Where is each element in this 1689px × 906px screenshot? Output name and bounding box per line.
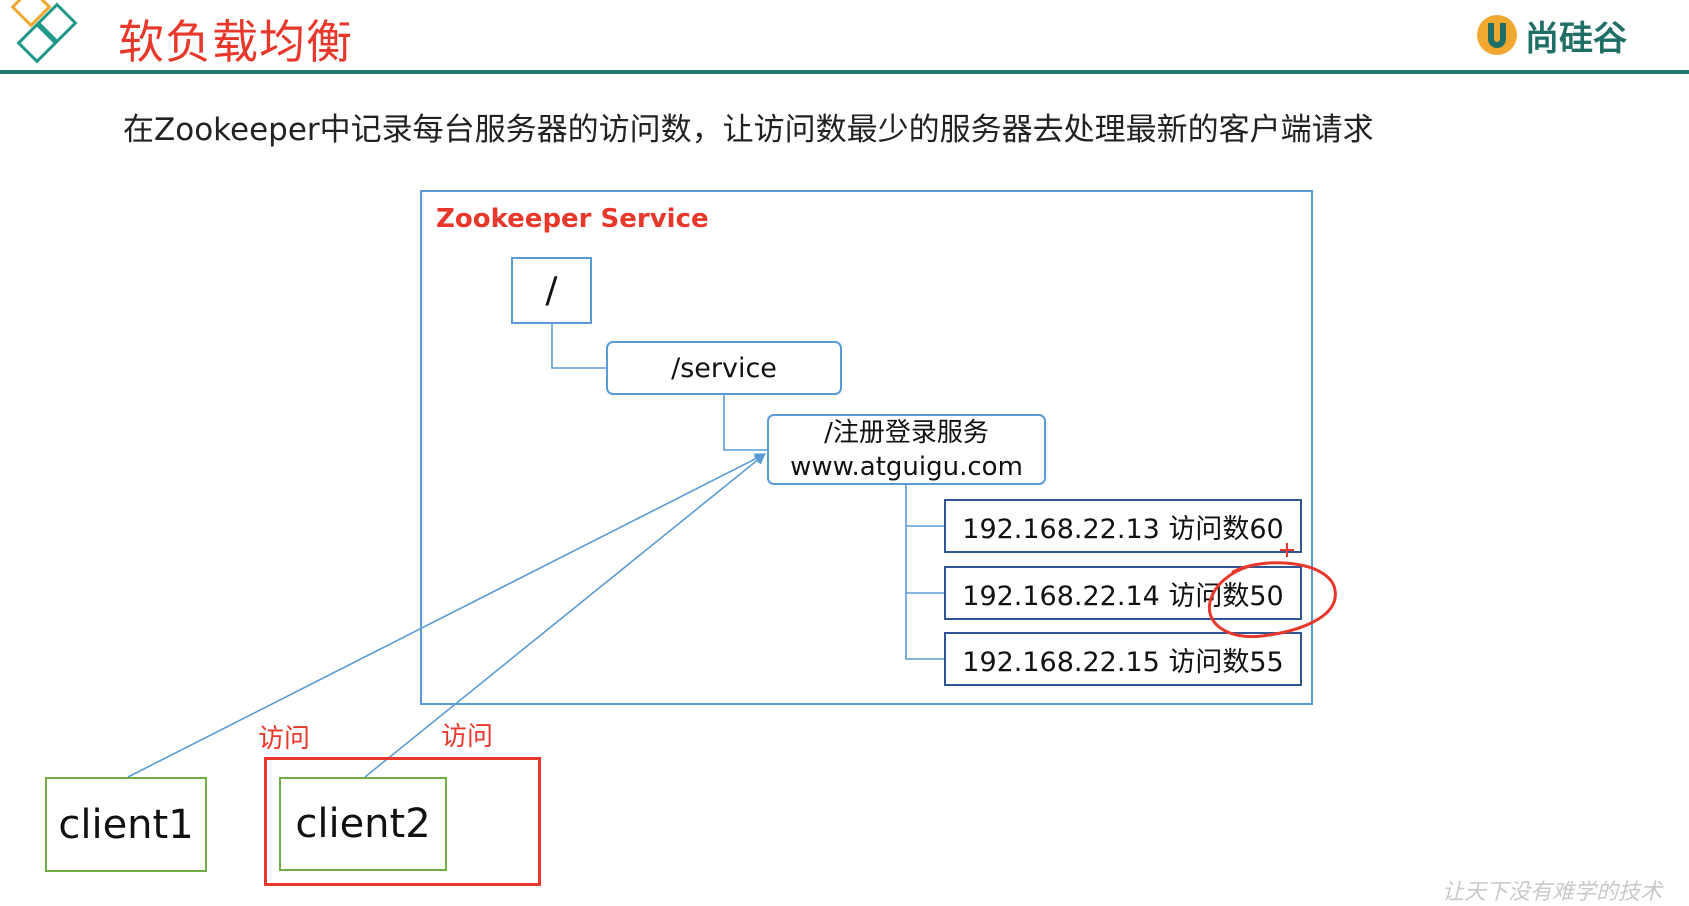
brand: 尚硅谷 — [1475, 8, 1627, 62]
header-divider — [0, 70, 1689, 74]
root-znode: / — [511, 257, 592, 324]
zookeeper-service-label: Zookeeper Service — [436, 204, 709, 234]
watermark: 让天下没有难学的技术 — [1442, 880, 1663, 905]
client2-node: client2 — [279, 777, 447, 871]
server-node: 192.168.22.15 访问数55 — [944, 632, 1302, 686]
brand-logo-icon — [1477, 15, 1517, 55]
login-service-name: /注册登录服务 — [824, 417, 989, 448]
tree-edge-root-service — [551, 324, 606, 369]
slide-title: 软负载均衡 — [118, 15, 353, 69]
access-label: 访问 — [441, 722, 494, 752]
access-label: 访问 — [258, 724, 311, 754]
tree-edge-login-server3 — [905, 593, 944, 660]
server-node: 192.168.22.13 访问数60 — [944, 499, 1302, 553]
tree-edge-service-login — [723, 395, 767, 451]
server-node: 192.168.22.14 访问数50 — [944, 566, 1302, 620]
access-arrow-client2 — [364, 453, 766, 778]
hand-drawn-circle — [1207, 561, 1337, 639]
login-service-domain: www.atguigu.com — [790, 451, 1023, 482]
service-znode: /service — [606, 341, 842, 395]
cursor-plus-icon — [1280, 543, 1294, 557]
access-arrow-client1 — [127, 453, 766, 778]
client1-node: client1 — [45, 777, 207, 872]
client2-highlight-box — [264, 757, 541, 886]
description-text: 在Zookeeper中记录每台服务器的访问数，让访问数最少的服务器去处理最新的客… — [123, 112, 1374, 148]
zookeeper-service-container — [420, 190, 1313, 705]
login-service-znode: /注册登录服务 www.atguigu.com — [767, 414, 1046, 485]
brand-name: 尚硅谷 — [1525, 18, 1627, 59]
logo-diamond-icon — [10, 0, 78, 64]
